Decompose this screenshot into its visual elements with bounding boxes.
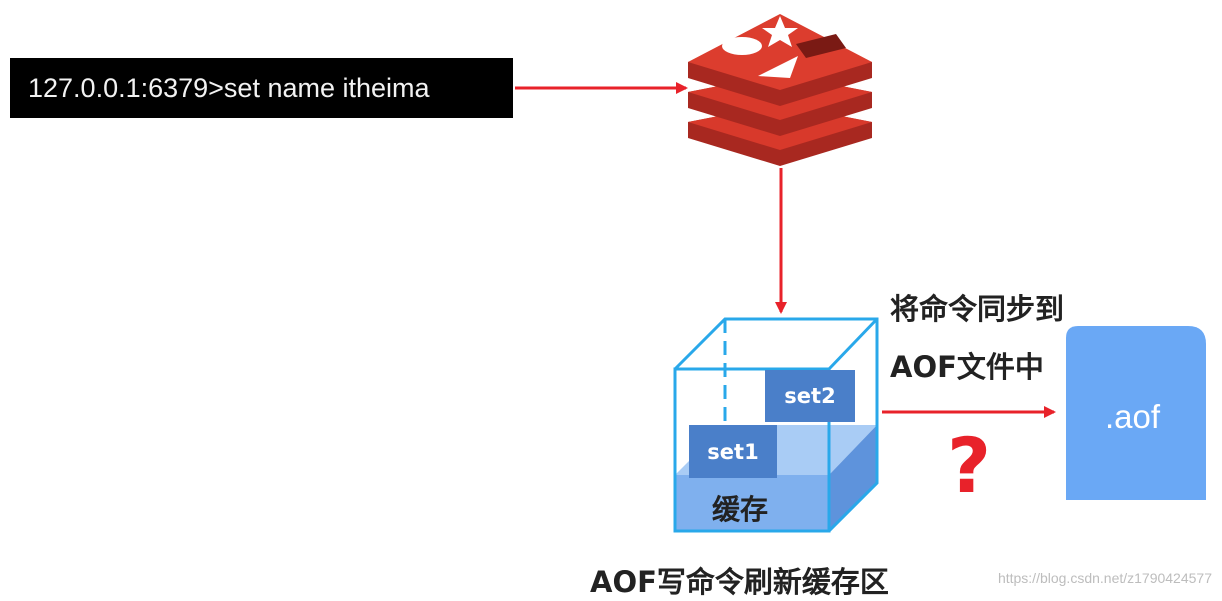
command-text: 127.0.0.1:6379>set name itheima bbox=[28, 72, 430, 103]
buffer-item-set1: set1 bbox=[689, 425, 777, 478]
aof-file-label: .aof bbox=[1105, 398, 1161, 435]
watermark-url: https://blog.csdn.net/z1790424577 bbox=[997, 570, 1212, 586]
question-mark-icon: ? bbox=[947, 421, 992, 510]
command-terminal: 127.0.0.1:6379>set name itheima bbox=[10, 58, 513, 118]
diagram-caption: AOF写命令刷新缓存区 bbox=[590, 565, 889, 599]
sync-label-line2: AOF文件中 bbox=[890, 350, 1044, 384]
sync-label-line1: 将命令同步到 bbox=[890, 292, 1065, 326]
redis-logo-icon bbox=[688, 14, 872, 166]
buffer-item-set2: set2 bbox=[765, 370, 855, 422]
buffer-label: 缓存 bbox=[712, 493, 769, 526]
aof-file-icon bbox=[1066, 326, 1206, 500]
